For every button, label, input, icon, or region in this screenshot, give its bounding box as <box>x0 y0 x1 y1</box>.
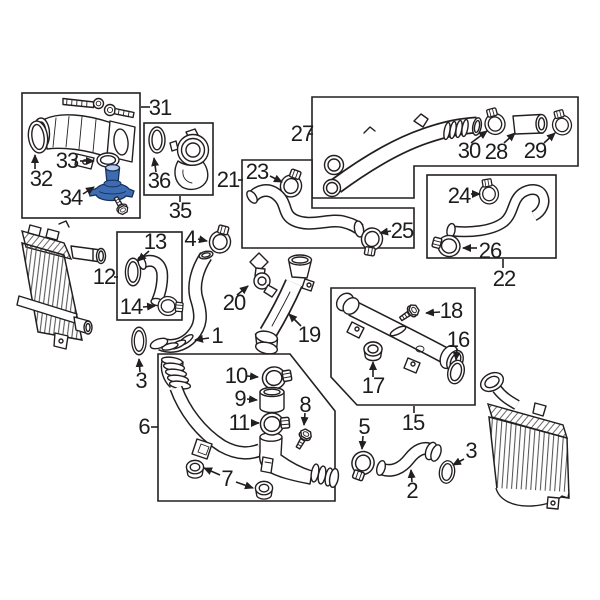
group-box-27 <box>311 96 579 199</box>
oring-3-right <box>438 460 456 484</box>
callout-15[interactable]: 15 <box>401 410 426 435</box>
hose-1 <box>149 250 214 353</box>
oring-36 <box>148 126 166 154</box>
seal-32 <box>27 120 49 154</box>
callout-28[interactable]: 28 <box>484 139 509 164</box>
group-box-21 <box>241 159 415 258</box>
callout-26[interactable]: 26 <box>478 238 503 263</box>
callout-6[interactable]: 6 <box>138 414 150 439</box>
callout-2[interactable]: 2 <box>406 478 418 503</box>
callout-9[interactable]: 9 <box>234 386 246 411</box>
callout-23[interactable]: 23 <box>245 159 270 184</box>
callout-36[interactable]: 36 <box>147 168 172 193</box>
group-box-22 <box>426 174 557 260</box>
intercooler-left <box>16 220 107 350</box>
callout-4[interactable]: 4 <box>184 226 196 251</box>
callout-32[interactable]: 32 <box>29 166 54 191</box>
sleeve-28 <box>512 113 548 135</box>
callout-34[interactable]: 34 <box>59 185 84 210</box>
callout-24[interactable]: 24 <box>447 183 472 208</box>
callout-11[interactable]: 11 <box>228 410 251 435</box>
sensor-20 <box>249 252 278 298</box>
callout-16[interactable]: 16 <box>446 327 471 352</box>
callout-33[interactable]: 33 <box>55 148 80 173</box>
callout-3-left[interactable]: 3 <box>135 368 147 393</box>
clamp-5 <box>345 447 379 484</box>
hose-2 <box>375 441 442 477</box>
callout-25[interactable]: 25 <box>390 218 415 243</box>
callout-21[interactable]: 21 <box>216 167 241 192</box>
callout-18[interactable]: 18 <box>439 298 464 323</box>
callout-20[interactable]: 20 <box>222 290 247 315</box>
pipe-19 <box>254 254 315 355</box>
group-box-15 <box>330 287 476 406</box>
group-box-31 <box>21 92 141 219</box>
highlighted-part-34[interactable] <box>87 163 135 202</box>
callout-7[interactable]: 7 <box>221 466 233 491</box>
oring-13 <box>124 257 142 287</box>
callout-leaders <box>31 106 556 490</box>
callout-1[interactable]: 1 <box>211 323 223 348</box>
callout-19[interactable]: 19 <box>297 322 322 347</box>
callout-14[interactable]: 14 <box>119 294 144 319</box>
callout-22[interactable]: 22 <box>492 266 517 291</box>
callout-13[interactable]: 13 <box>143 229 168 254</box>
callout-8[interactable]: 8 <box>299 392 311 417</box>
oring-3-left <box>131 326 147 356</box>
callout-5[interactable]: 5 <box>358 414 370 439</box>
callout-30[interactable]: 30 <box>457 138 482 163</box>
callout-29[interactable]: 29 <box>523 138 548 163</box>
callout-17[interactable]: 17 <box>361 373 386 398</box>
grommet-7a <box>185 459 205 479</box>
oring-16 <box>446 359 466 385</box>
callout-35[interactable]: 35 <box>168 198 193 223</box>
intercooler-right <box>479 371 570 510</box>
grommet-17 <box>363 341 383 362</box>
group-box-6 <box>157 353 340 502</box>
grommet-7b <box>254 480 274 500</box>
callout-12[interactable]: 12 <box>92 264 117 289</box>
sleeve-9 <box>259 386 285 414</box>
callout-27[interactable]: 27 <box>290 121 315 146</box>
callout-31[interactable]: 31 <box>148 95 173 120</box>
callout-10[interactable]: 10 <box>224 363 249 388</box>
clamp-4 <box>206 222 236 257</box>
callout-3-right[interactable]: 3 <box>465 438 477 463</box>
